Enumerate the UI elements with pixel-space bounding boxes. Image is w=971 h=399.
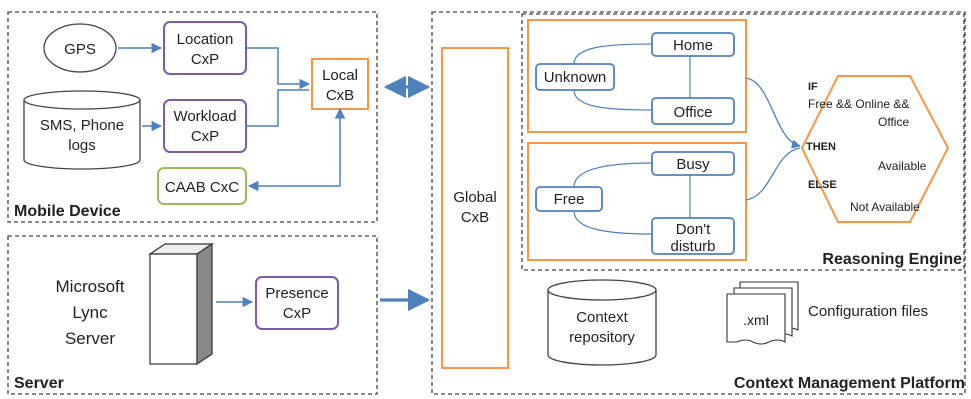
rule-condition-2: Office xyxy=(878,115,909,129)
workload-cxp-label-2: CxP xyxy=(191,128,219,145)
mobile-device-region xyxy=(7,11,378,223)
context-repository-database xyxy=(547,279,657,366)
caab-cxc-box xyxy=(157,167,247,205)
lync-label-2: Lync xyxy=(72,303,108,322)
free-dnd-link xyxy=(573,210,653,235)
server-tower-icon xyxy=(148,242,214,366)
xml-files-icon xyxy=(726,281,799,345)
busy-state xyxy=(651,151,735,176)
server-label: Server xyxy=(14,375,64,392)
sms-logs-database xyxy=(23,90,141,170)
availability-to-rule-arrow xyxy=(745,147,801,201)
dnd-state-label-2: disturb xyxy=(670,238,715,255)
presence-cxp-box xyxy=(255,276,339,330)
free-state-label: Free xyxy=(554,191,585,208)
location-to-rule-arrow xyxy=(745,77,801,149)
rule-else-keyword: ELSE xyxy=(808,179,837,191)
reasoning-engine-region xyxy=(521,13,965,271)
unknown-home-link xyxy=(573,43,653,65)
gps-label: GPS xyxy=(64,41,96,58)
context-repository-label-1: Context xyxy=(576,309,629,326)
location-cxp-label-2: CxP xyxy=(191,51,219,68)
presence-cxp-label-2: CxP xyxy=(283,305,311,322)
server-region xyxy=(7,235,378,395)
context-repository-label-2: repository xyxy=(569,329,635,346)
local-to-caab-arrow xyxy=(247,107,346,192)
configuration-files-label: Configuration files xyxy=(808,303,928,320)
caab-cxc-label: CAAB CxC xyxy=(165,179,239,196)
xml-label: .xml xyxy=(743,312,769,328)
rule-condition-1: Free && Online && xyxy=(808,97,909,111)
unknown-office-link xyxy=(573,89,653,111)
global-cxb-label-2: CxB xyxy=(461,209,489,226)
sms-logs-label-2: logs xyxy=(68,137,96,154)
global-cxb-box xyxy=(441,47,509,369)
lync-label-3: Server xyxy=(65,329,115,348)
lync-label-1: Microsoft xyxy=(56,277,125,296)
dnd-state xyxy=(651,217,735,255)
global-cxb-label-1: Global xyxy=(453,189,496,206)
dnd-state-label-1: Don't xyxy=(676,221,711,238)
rule-then-keyword: THEN xyxy=(806,141,836,153)
local-cxb-label-2: CxB xyxy=(326,87,354,104)
reasoning-engine-label: Reasoning Engine xyxy=(822,251,962,268)
busy-state-label: Busy xyxy=(676,156,710,173)
home-state-label: Home xyxy=(673,37,713,54)
unknown-state xyxy=(535,63,615,91)
home-state xyxy=(651,32,735,57)
workload-to-local-arrow xyxy=(246,89,309,127)
rule-if-keyword: IF xyxy=(808,81,818,93)
free-state xyxy=(535,186,603,212)
free-busy-link xyxy=(573,162,653,188)
unknown-state-label: Unknown xyxy=(544,69,607,86)
office-state xyxy=(651,97,735,125)
sms-logs-label-1: SMS, Phone xyxy=(40,117,124,134)
rule-else-value: Not Available xyxy=(850,200,920,214)
office-state-label: Office xyxy=(674,104,713,121)
mobile-device-label: Mobile Device xyxy=(14,203,121,220)
local-cxb-label-1: Local xyxy=(322,67,358,84)
location-cxp-label-1: Location xyxy=(177,31,234,48)
platform-region xyxy=(431,11,966,395)
workload-cxp-label-1: Workload xyxy=(173,108,236,125)
location-to-local-arrow xyxy=(246,47,311,90)
rule-then-value: Available xyxy=(878,159,927,173)
platform-label: Context Management Platform xyxy=(734,375,965,392)
rule-hexagon xyxy=(800,75,950,223)
presence-cxp-label-1: Presence xyxy=(265,285,328,302)
gps-node xyxy=(43,23,117,73)
